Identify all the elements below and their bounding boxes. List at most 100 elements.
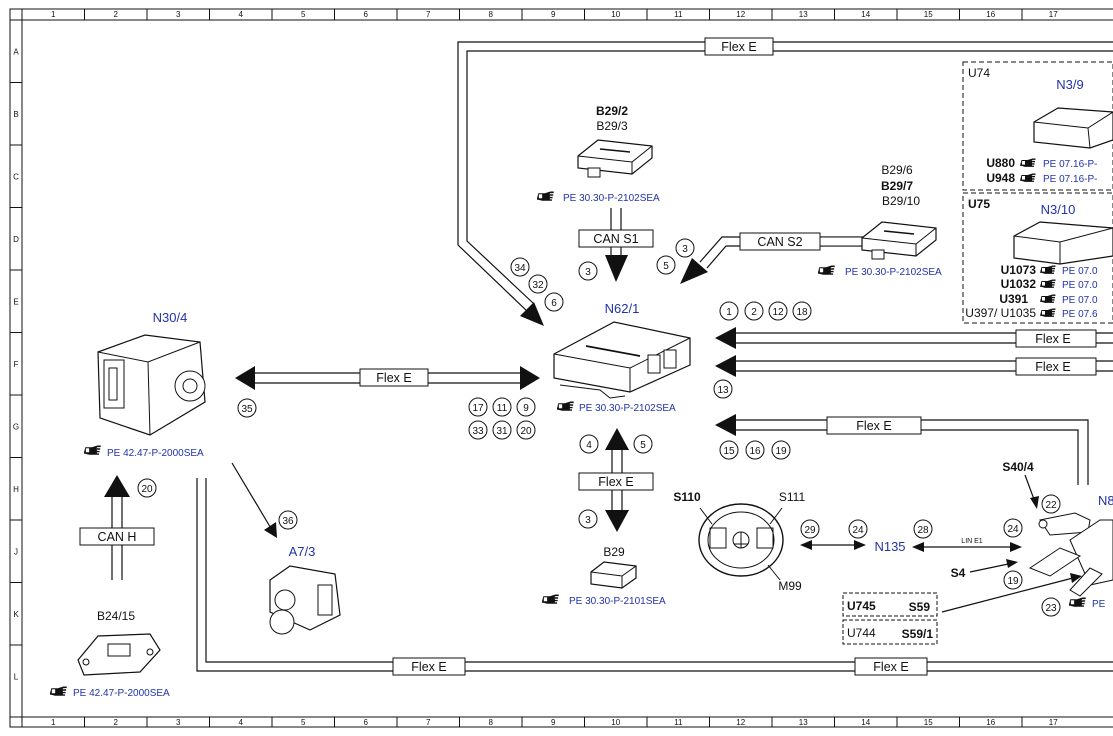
- n3-10-label: N3/10: [1041, 202, 1076, 217]
- callout-5b: 5: [633, 434, 653, 454]
- svg-text:6: 6: [551, 298, 557, 309]
- svg-text:3: 3: [682, 244, 688, 255]
- svg-text:23: 23: [1045, 603, 1057, 614]
- svg-text:PE 30.30-P-2102SEA: PE 30.30-P-2102SEA: [845, 267, 942, 278]
- callout-1: 1: [719, 301, 739, 321]
- callout-19b: 19: [1003, 570, 1023, 590]
- svg-text:PE 07.16-P-: PE 07.16-P-: [1043, 174, 1097, 185]
- flex-e-b29-label: Flex E: [598, 475, 633, 489]
- u74-box: U74 N3/9 U880 PE 07.16-P- U948 PE 07.16-…: [962, 61, 1113, 191]
- n30-4-module: N30/4 PE 42.47-P-2000SEA: [84, 310, 206, 459]
- ruler-row-label: B: [13, 110, 18, 119]
- ruler-column-label: 6: [364, 718, 369, 727]
- svg-text:U880: U880: [986, 156, 1015, 170]
- callout-31: 31: [492, 420, 512, 440]
- pointing-hand-icon: [557, 401, 574, 411]
- callout-32: 32: [528, 274, 548, 294]
- callout-3a: 3: [578, 261, 598, 281]
- svg-text:U397/ U1035: U397/ U1035: [965, 306, 1036, 320]
- callout-24b: 24: [1003, 518, 1023, 538]
- svg-text:33: 33: [472, 426, 484, 437]
- svg-text:17: 17: [472, 403, 484, 414]
- ruler-column-label: 2: [114, 718, 119, 727]
- ruler-column-label: 4: [239, 718, 244, 727]
- callout-15: 15: [719, 440, 739, 460]
- ruler-column-label: 12: [736, 10, 745, 19]
- svg-text:PE 07.6: PE 07.6: [1062, 309, 1098, 320]
- flex-e-top-label: Flex E: [721, 40, 756, 54]
- ruler-column-label: 11: [674, 10, 683, 19]
- ruler-row-label: C: [13, 172, 19, 181]
- callout-3c: 3: [578, 509, 598, 529]
- svg-text:5: 5: [640, 440, 646, 451]
- svg-text:12: 12: [772, 307, 784, 318]
- callout-35: 35: [237, 398, 257, 418]
- svg-text:PE 42.47-P-2000SEA: PE 42.47-P-2000SEA: [107, 448, 204, 459]
- ruler-row-label: J: [14, 547, 18, 556]
- callout-28: 28: [913, 519, 933, 539]
- callout-33: 33: [468, 420, 488, 440]
- pointing-hand-icon: [1069, 597, 1086, 607]
- svg-text:4: 4: [586, 440, 592, 451]
- n62-1-ref: PE 30.30-P-2102SEA: [557, 401, 676, 414]
- ruler-row-label: F: [14, 360, 19, 369]
- pointing-hand-icon: [1020, 173, 1036, 182]
- callout-23: 23: [1041, 597, 1061, 617]
- svg-text:U744: U744: [847, 626, 876, 640]
- ruler-column-label: 14: [861, 718, 870, 727]
- pointing-hand-icon: [818, 265, 835, 275]
- svg-text:36: 36: [282, 516, 294, 527]
- svg-text:3: 3: [585, 515, 591, 526]
- svg-text:U1073: U1073: [1001, 263, 1037, 277]
- ruler-column-label: 17: [1049, 718, 1058, 727]
- callout-16: 16: [745, 440, 765, 460]
- flex-e-right3-label: Flex E: [856, 419, 891, 433]
- callout-36: 36: [278, 510, 298, 530]
- ruler-column-label: 11: [674, 718, 683, 727]
- ruler-column-label: 3: [176, 718, 181, 727]
- ruler-column-label: 14: [861, 10, 870, 19]
- ruler-column-label: 4: [239, 10, 244, 19]
- svg-text:29: 29: [804, 525, 816, 536]
- svg-text:34: 34: [514, 263, 526, 274]
- svg-text:PE 07.0: PE 07.0: [1062, 280, 1098, 291]
- ruler-column-label: 5: [301, 10, 306, 19]
- svg-text:5: 5: [663, 261, 669, 272]
- ruler-column-label: 9: [551, 10, 556, 19]
- svg-text:B29/6: B29/6: [881, 163, 913, 177]
- n62-1-module: N62/1: [553, 301, 691, 399]
- svg-text:24: 24: [1007, 524, 1019, 535]
- svg-text:B29/3: B29/3: [596, 119, 628, 133]
- flex-e-n30-label: Flex E: [376, 371, 411, 385]
- svg-text:PE 42.47-P-2000SEA: PE 42.47-P-2000SEA: [73, 688, 170, 699]
- svg-text:U1032: U1032: [1001, 277, 1037, 291]
- svg-text:9: 9: [523, 403, 529, 414]
- svg-text:PE 07.0: PE 07.0: [1062, 295, 1098, 306]
- pointing-hand-icon: [1040, 308, 1056, 317]
- ruler-column-label: 15: [924, 10, 933, 19]
- flex-e-bottom-right-label: Flex E: [873, 660, 908, 674]
- ruler-row-label: A: [13, 47, 19, 56]
- svg-text:B24/15: B24/15: [97, 609, 135, 623]
- ruler-column-label: 3: [176, 10, 181, 19]
- steering-wheel: S110 S111 M99: [673, 490, 805, 593]
- n8-label: N8: [1098, 493, 1113, 508]
- pointing-hand-icon: [50, 686, 67, 696]
- steering-column-switch: S40/4 N8 S4 PE: [951, 460, 1113, 610]
- can-h-label: CAN H: [98, 530, 137, 544]
- diagram-frame: 1122334455667788991010111112121313141415…: [9, 8, 1113, 728]
- pointing-hand-icon: [542, 594, 559, 604]
- pointing-hand-icon: [1040, 279, 1056, 288]
- svg-text:PE 30.30-P-2102SEA: PE 30.30-P-2102SEA: [563, 193, 660, 204]
- pointing-hand-icon: [1040, 294, 1056, 303]
- callout-19a: 19: [771, 440, 791, 460]
- svg-text:32: 32: [532, 280, 544, 291]
- svg-text:PE 30.30-P-2102SEA: PE 30.30-P-2102SEA: [579, 403, 676, 414]
- svg-text:U948: U948: [986, 171, 1015, 185]
- svg-text:11: 11: [497, 403, 508, 414]
- ruler-column-label: 12: [736, 718, 745, 727]
- svg-text:28: 28: [917, 525, 929, 536]
- lin-e1-label: LIN E1: [961, 538, 983, 545]
- pointing-hand-icon: [537, 191, 554, 201]
- u75-box: U75 N3/10 U1073 PE 07.0 U1032 PE 07.0 U3…: [962, 192, 1113, 324]
